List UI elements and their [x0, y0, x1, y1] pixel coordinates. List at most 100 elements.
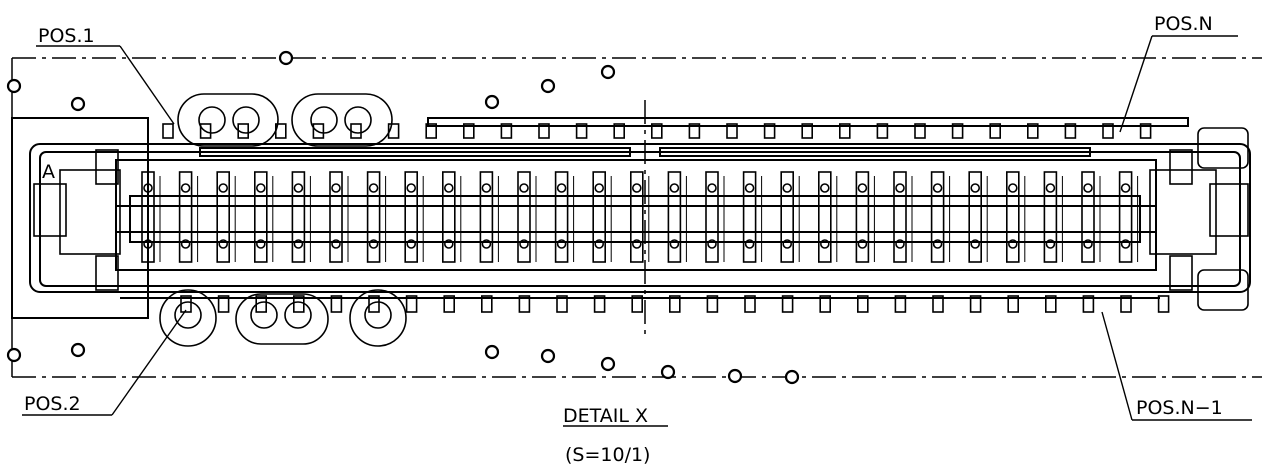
- solder-tail: [1064, 123, 1077, 139]
- solder-tail: [312, 123, 325, 139]
- corner-mark-label: A: [42, 161, 55, 183]
- solder-tail: [838, 123, 851, 139]
- contact-terminal: [1043, 171, 1058, 263]
- contact-point: [481, 183, 492, 193]
- solder-tail: [199, 123, 212, 139]
- solder-tail: [726, 123, 738, 139]
- contact-point: [556, 239, 567, 249]
- contact-point: [443, 239, 454, 249]
- pad-hole: [250, 301, 278, 329]
- board-outline: [11, 57, 1262, 378]
- contact-point: [481, 239, 492, 249]
- contact-terminal: [855, 171, 870, 263]
- contact-point: [368, 183, 379, 193]
- contact-point: [519, 239, 529, 249]
- contact-point: [331, 183, 341, 193]
- pad-hole: [174, 301, 202, 329]
- via-hole: [484, 344, 500, 360]
- solder-tail: [462, 123, 475, 139]
- contact-terminal: [216, 171, 230, 263]
- via-hole: [784, 369, 800, 385]
- posN-label: POS.N: [1154, 13, 1213, 35]
- via-hole: [600, 64, 616, 80]
- contact-point: [218, 183, 228, 193]
- contact-point: [218, 239, 228, 249]
- solder-tail: [1139, 123, 1152, 139]
- contact-terminal: [441, 171, 456, 263]
- pad-outline: [235, 293, 329, 345]
- contact-point: [594, 239, 605, 249]
- contact-point: [895, 183, 905, 193]
- contact-terminal: [1005, 171, 1020, 263]
- solder-tail: [856, 295, 869, 313]
- contact-terminal: [817, 171, 832, 263]
- contact-terminal: [742, 171, 757, 263]
- contact-point: [331, 239, 341, 249]
- via-holes: [6, 50, 800, 385]
- contact-point: [707, 239, 717, 249]
- end-latch-right: [1149, 127, 1249, 311]
- solder-tail: [914, 123, 926, 139]
- contact-terminal: [404, 171, 419, 263]
- via-hole: [6, 78, 22, 94]
- via-hole: [540, 348, 556, 364]
- contact-point: [744, 183, 755, 193]
- contact-point: [519, 183, 529, 193]
- pad-outline: [349, 289, 407, 347]
- solder-tail: [575, 123, 588, 139]
- end-latch-left: [33, 149, 121, 291]
- contact-point: [631, 183, 642, 193]
- contact-point: [782, 239, 793, 249]
- solder-tail: [951, 123, 964, 139]
- contact-terminal: [479, 171, 494, 263]
- solder-tail: [819, 295, 832, 313]
- solder-tail: [368, 295, 380, 313]
- contact-point: [293, 183, 304, 193]
- contact-point: [857, 183, 868, 193]
- solder-tail: [763, 123, 776, 139]
- solder-tail: [1102, 123, 1114, 139]
- solder-tail: [425, 123, 438, 139]
- bottom-solder-tails: [180, 295, 1170, 313]
- contact-point: [1007, 183, 1018, 193]
- contact-point: [669, 183, 680, 193]
- solder-tail: [969, 295, 982, 313]
- footprint-pads: [159, 93, 407, 347]
- solder-tail: [781, 295, 794, 313]
- connector-housing: [11, 117, 1251, 319]
- via-hole: [540, 78, 556, 94]
- via-hole: [278, 50, 294, 66]
- contact-point: [368, 239, 379, 249]
- solder-tail: [1157, 295, 1170, 313]
- solder-tail: [706, 295, 719, 313]
- pad-hole: [284, 301, 312, 329]
- contact-terminal: [893, 171, 907, 263]
- detail-title: DETAIL X: [563, 405, 648, 427]
- contact-point: [1045, 183, 1056, 193]
- contact-terminal: [554, 171, 569, 263]
- contact-terminal: [629, 171, 644, 263]
- contact-point: [819, 183, 830, 193]
- contact-terminal: [1081, 171, 1095, 263]
- solder-tail: [405, 295, 418, 313]
- contact-point: [744, 239, 755, 249]
- scale-label: (S=10/1): [565, 444, 650, 466]
- contact-point: [143, 239, 153, 249]
- solder-tail: [932, 295, 944, 313]
- solder-tail: [650, 123, 663, 139]
- contact-point: [932, 239, 943, 249]
- contact-point: [293, 239, 304, 249]
- solder-tail: [1045, 295, 1057, 313]
- contact-terminal: [178, 171, 193, 263]
- contact-point: [255, 239, 266, 249]
- via-hole: [660, 364, 676, 380]
- contact-point: [180, 239, 191, 249]
- contact-point: [895, 239, 905, 249]
- via-hole: [70, 96, 86, 112]
- pad-outline: [177, 93, 279, 147]
- contact-terminal: [291, 171, 306, 263]
- contact-terminal: [517, 171, 531, 263]
- leader-lines: [22, 35, 1252, 421]
- contact-point: [1007, 239, 1018, 249]
- solder-tail: [989, 123, 1002, 139]
